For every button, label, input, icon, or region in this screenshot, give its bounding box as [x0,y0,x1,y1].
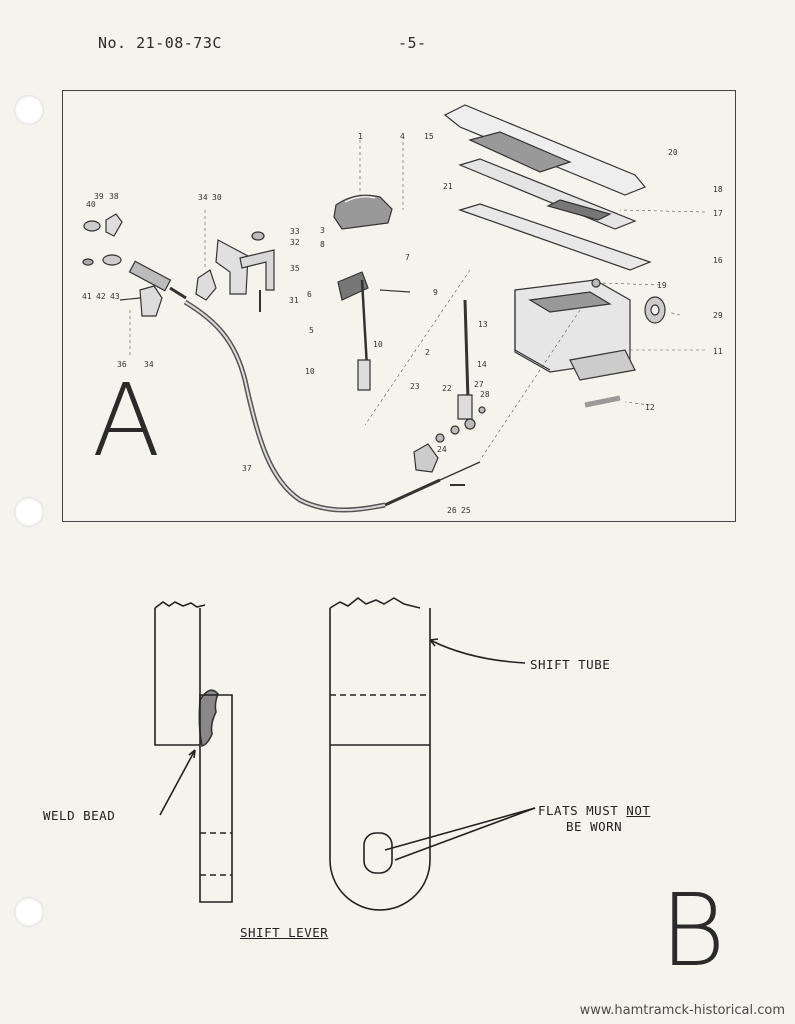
flats-note-line1: FLATS MUST NOT [538,803,650,818]
part-number: 6 [307,290,312,299]
part-number: 32 [290,238,300,247]
part-number: 9 [433,288,438,297]
part-number: 38 [109,192,119,201]
part-number: 30 [212,193,222,202]
part-number: 10 [305,367,315,376]
part-number: 28 [480,390,490,399]
part-number: 1 [358,132,363,141]
part-number: 31 [289,296,299,305]
part-number: 4 [400,132,405,141]
figure-a-letter: A [92,362,161,479]
part-number: 11 [713,347,723,356]
part-number: 37 [242,464,252,473]
part-number: 33 [290,227,300,236]
figure-a-exploded-diagram [62,90,736,522]
part-number: 27 [474,380,484,389]
flats-note-text: FLATS MUST [538,803,627,818]
part-number: 29 [713,311,723,320]
part-number: 10 [373,340,383,349]
part-number: 25 [461,506,471,515]
part-number: 36 [117,360,127,369]
part-number: 17 [713,209,723,218]
part-number: 34 [144,360,154,369]
part-number: 2 [425,348,430,357]
part-number: 24 [437,445,447,454]
part-number: 8 [320,240,325,249]
binder-hole-bottom [14,897,44,927]
part-number: 20 [668,148,678,157]
flats-note-emphasis: NOT [626,803,651,818]
part-number: 26 [447,506,457,515]
part-number: 22 [442,384,452,393]
binder-hole-top [14,95,44,125]
part-number: 40 [86,200,96,209]
part-number: 12 [645,403,655,412]
part-number: 3 [320,226,325,235]
part-number: 7 [405,253,410,262]
part-number: 43 [110,292,120,301]
part-number: 14 [477,360,487,369]
part-number: 23 [410,382,420,391]
shift-tube-label: SHIFT TUBE [530,657,611,672]
part-number: 16 [713,256,723,265]
part-number: 34 [198,193,208,202]
part-number: 41 [82,292,92,301]
part-number: 5 [309,326,314,335]
part-number: 13 [478,320,488,329]
part-number: 21 [443,182,453,191]
site-watermark: www.hamtramck-historical.com [579,1003,785,1018]
part-number: 15 [424,132,434,141]
shift-lever-caption: SHIFT LEVER [240,925,329,940]
part-number: 19 [657,281,667,290]
flats-note-line2: BE WORN [566,819,623,834]
part-number: 42 [96,292,106,301]
figure-b-letter: B [660,872,726,989]
part-number: 18 [713,185,723,194]
part-number: 35 [290,264,300,273]
weld-bead-label: WELD BEAD [43,808,116,823]
document-number: No. 21-08-73C [98,34,222,52]
part-number: 39 [94,192,104,201]
binder-hole-middle [14,497,44,527]
page-number: -5- [398,34,427,52]
